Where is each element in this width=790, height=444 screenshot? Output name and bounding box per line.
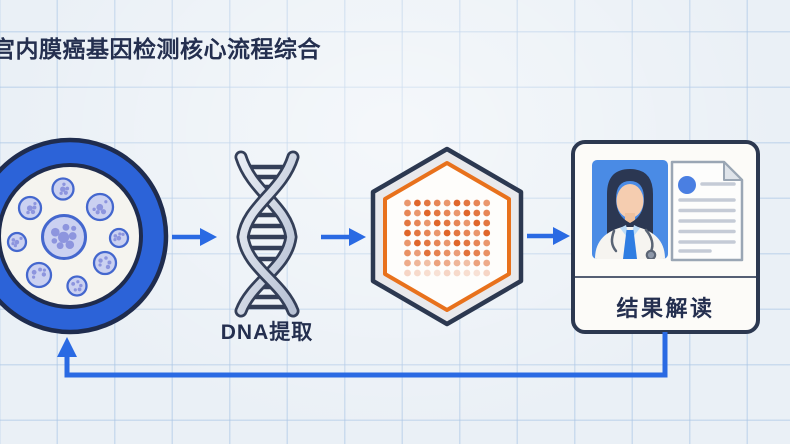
cell-icon xyxy=(108,227,130,249)
cell-icon xyxy=(17,195,43,221)
sample-cells-dish-icon xyxy=(0,137,169,335)
feedback-loop-arrow-icon xyxy=(57,332,668,378)
cell-icon xyxy=(66,275,88,297)
cell-icon xyxy=(92,250,118,276)
cells-group xyxy=(6,177,130,297)
cell-icon xyxy=(85,192,115,222)
cell-icon xyxy=(6,231,28,253)
report-step-label: 结果解读 xyxy=(616,296,715,321)
arrow-dna-to-chip-icon xyxy=(321,228,366,246)
arrow-chip-to-report-icon xyxy=(527,227,570,245)
chip-dot-grid xyxy=(404,199,491,277)
report-document-icon xyxy=(670,160,744,262)
cell-icon xyxy=(41,214,87,260)
microarray-chip-icon xyxy=(370,146,524,327)
cell-icon xyxy=(25,261,53,289)
cell-icon xyxy=(51,177,75,201)
dna-helix-icon xyxy=(234,150,300,318)
page-title: 宫内膜癌基因检测核心流程综合 xyxy=(0,36,321,62)
dna-step-label: DNA提取 xyxy=(220,321,314,344)
report-card xyxy=(571,140,760,334)
doctor-avatar-icon xyxy=(592,160,668,259)
arrow-sample-to-dna-icon xyxy=(172,228,217,246)
